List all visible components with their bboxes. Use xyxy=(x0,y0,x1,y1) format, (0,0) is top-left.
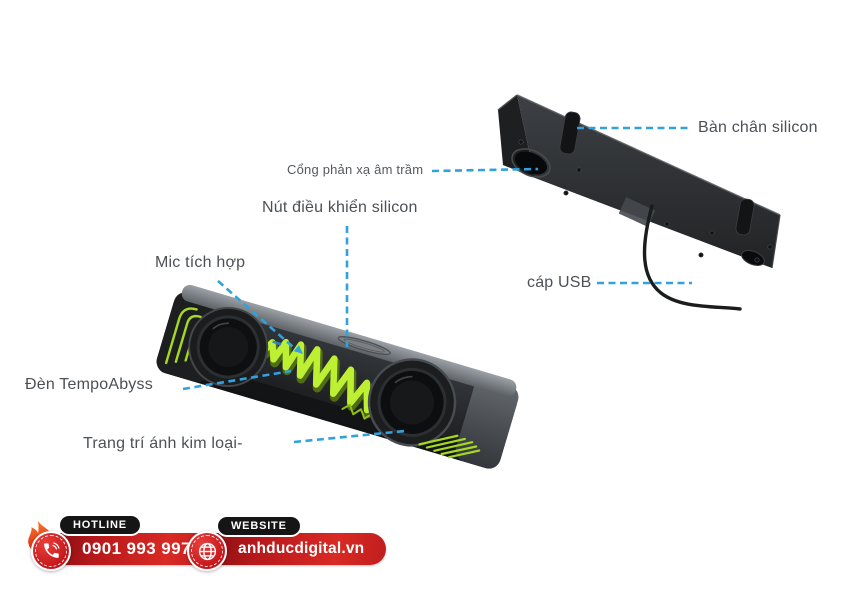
callout-tempo-light: Đèn TempoAbyss xyxy=(25,376,153,393)
website-url-pill: anhducdigital.vn xyxy=(204,533,386,565)
website-icon-circle xyxy=(187,531,227,571)
label-sticker xyxy=(618,197,656,227)
bass-reflex-port xyxy=(511,148,551,178)
speaker-driver-right xyxy=(367,358,457,447)
website-url: anhducdigital.vn xyxy=(238,540,365,557)
speaker-driver-left xyxy=(188,306,269,387)
callout-silicon-feet: Bàn chân silicon xyxy=(698,119,818,136)
website-title-pill: WEBSITE xyxy=(218,517,300,535)
hotline-title-pill: HOTLINE xyxy=(60,516,140,534)
phone-icon xyxy=(44,542,60,558)
usb-cable xyxy=(642,204,742,311)
silicon-foot xyxy=(559,111,581,155)
top-panel xyxy=(181,284,517,397)
metallic-trim-decoration xyxy=(418,434,481,459)
hotline-number: 0901 993 997 xyxy=(82,539,191,558)
brand-mark xyxy=(272,340,282,346)
port-line xyxy=(431,167,539,173)
silicon-foot xyxy=(735,198,755,236)
mic-line-arrowhead xyxy=(293,345,303,354)
callout-usb-cable: cáp USB xyxy=(527,274,592,291)
callout-lines xyxy=(182,126,692,444)
hotline-icon-circle xyxy=(31,531,71,571)
mic-line xyxy=(217,280,294,348)
globe-icon xyxy=(198,542,216,560)
left-end-cap xyxy=(156,292,227,383)
website-badge: anhducdigital.vn WEBSITE xyxy=(183,512,386,582)
screws xyxy=(518,139,773,263)
soundbar-end-face xyxy=(498,95,535,178)
hotline-badge: 0901 993 997 HOTLINE xyxy=(28,512,212,582)
trim-line xyxy=(293,429,406,444)
right-end-cap xyxy=(455,378,519,469)
callout-bass-port: Cổng phản xạ âm trầm xyxy=(287,162,424,177)
callout-mic: Mic tích hợp xyxy=(155,254,246,271)
silicon-control-buttons xyxy=(337,336,391,356)
light-line xyxy=(182,369,292,391)
callout-metal-trim: Trang trí ánh kim loại- xyxy=(83,435,243,452)
rear-port xyxy=(741,249,765,267)
hotline-number-pill: 0901 993 997 xyxy=(48,533,212,565)
rgb-light-strip xyxy=(240,333,377,424)
callout-silicon-buttons: Nút điều khiển silicon xyxy=(262,199,418,216)
left-light-decoration xyxy=(164,307,213,365)
